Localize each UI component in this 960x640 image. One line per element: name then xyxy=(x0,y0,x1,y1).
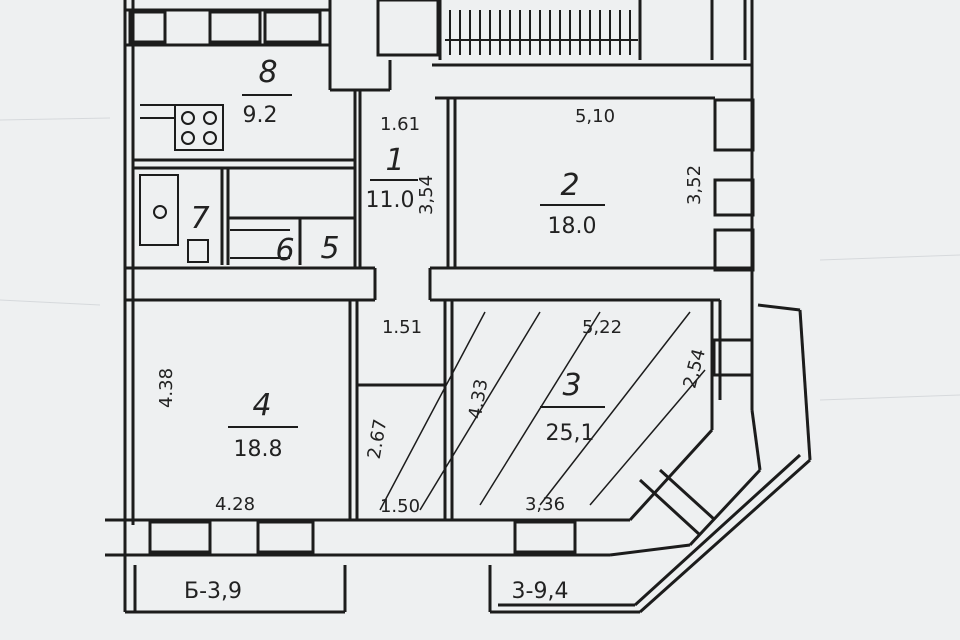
dim-corridor-width: 1.51 xyxy=(382,317,422,338)
toilet-icon xyxy=(187,239,209,263)
room-4-area: 18.8 xyxy=(234,437,283,462)
room-1-number: 1 xyxy=(385,143,404,178)
dim-closet-depth: 2.67 xyxy=(364,417,392,460)
balcony-left-label: Б-3,9 xyxy=(184,579,242,604)
room-3-area: 25,1 xyxy=(546,421,595,446)
room-6-number: 6 xyxy=(275,233,294,268)
room-2-number: 2 xyxy=(560,168,579,203)
room-5-number: 5 xyxy=(320,231,339,266)
bathtub-icon xyxy=(139,174,179,246)
dim-3-bottom: 3,36 xyxy=(525,494,565,515)
dim-1-width: 1.61 xyxy=(380,114,420,135)
room-labels: 8 9.2 7 6 5 1 11.0 2 18.0 3 25,1 4 18.8 xyxy=(190,55,605,462)
kitchen-fixtures xyxy=(139,104,290,263)
paper-texture xyxy=(0,117,960,401)
room-7-number: 7 xyxy=(190,201,209,236)
balcony-labels: Б-3,9 3-9,4 xyxy=(184,579,568,604)
room-8-area: 9.2 xyxy=(243,103,278,128)
dim-3-side: 2,54 xyxy=(679,347,710,391)
dim-4-width: 4.28 xyxy=(215,494,255,515)
dim-4-depth: 4.38 xyxy=(156,368,177,408)
walls xyxy=(105,0,812,614)
room-1-area: 11.0 xyxy=(366,188,415,213)
dim-3-depth: 4.33 xyxy=(465,377,493,420)
dim-2-width: 5,10 xyxy=(575,106,615,127)
staircase xyxy=(445,10,638,55)
room-2-area: 18.0 xyxy=(548,214,597,239)
room-3-number: 3 xyxy=(562,368,581,403)
room-4-number: 4 xyxy=(252,388,271,423)
dim-3-width: 5,22 xyxy=(582,317,622,338)
room-3-hatching xyxy=(379,311,706,511)
dim-2-depth: 3,52 xyxy=(684,165,705,205)
room-8-number: 8 xyxy=(258,55,277,90)
stove-icon xyxy=(174,104,224,151)
balcony-right-label: 3-9,4 xyxy=(512,579,569,604)
dim-closet-width: 1.50 xyxy=(380,496,420,517)
dim-1-depth: 3,54 xyxy=(416,175,437,215)
